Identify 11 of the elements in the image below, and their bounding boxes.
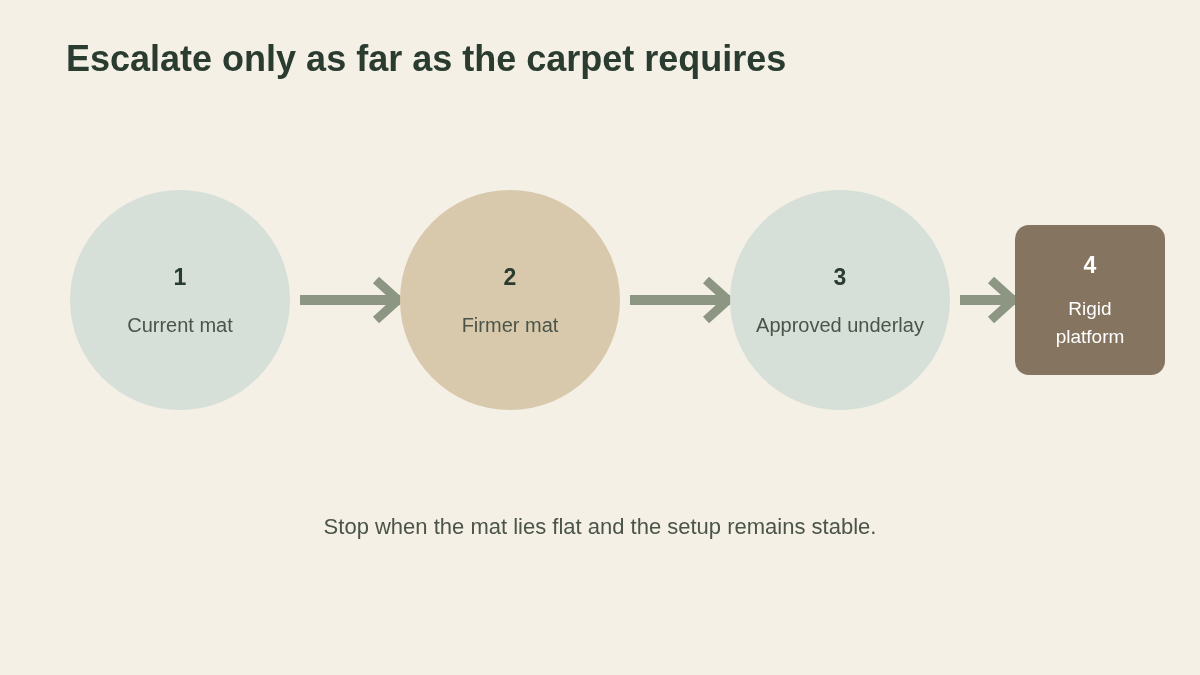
step-number: 2 [503,262,517,292]
step-box [1015,225,1165,375]
step-label: Rigid platform [1054,296,1126,350]
step-number: 4 [1083,251,1097,281]
step-label: Firmer mat [461,313,559,339]
step-label: Approved underlay [756,313,924,339]
step-number: 1 [173,262,187,292]
step-number: 3 [833,262,847,292]
step-label: Current mat [127,313,233,339]
caption: Stop when the mat lies flat and the setup remains stable. [322,514,878,540]
title: Escalate only as far as the carpet requires [66,38,787,80]
